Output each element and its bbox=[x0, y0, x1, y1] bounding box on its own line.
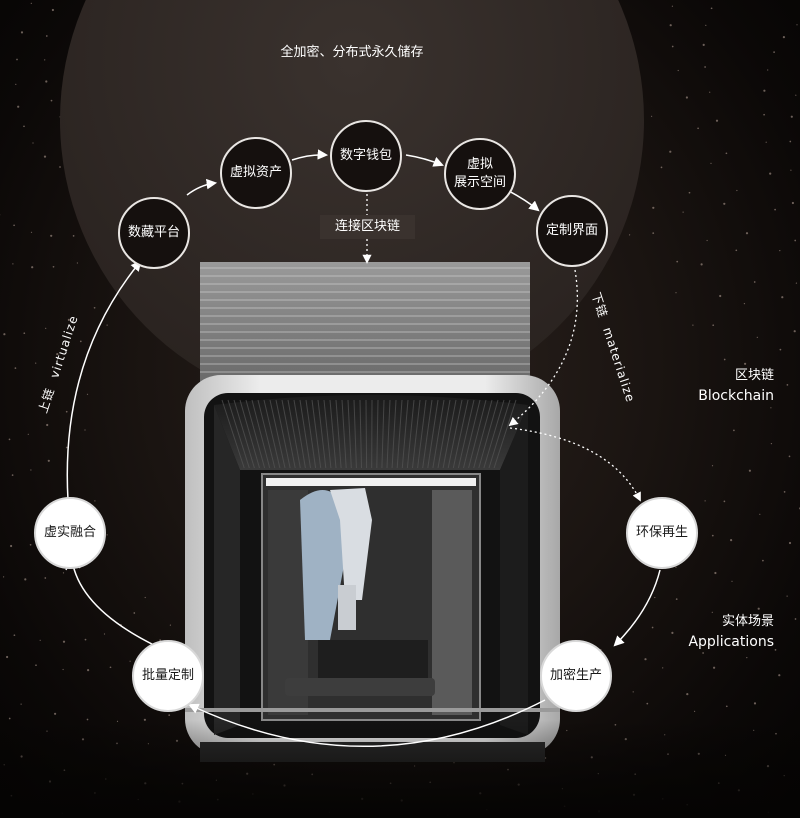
virtual-space-label-1: 虚拟 bbox=[466, 157, 493, 172]
blockchain-zh: 区块链 bbox=[734, 368, 774, 383]
device-illustration bbox=[185, 262, 560, 762]
encrypted-production-node[interactable]: 加密生产 bbox=[540, 640, 612, 712]
virtual-fusion-label: 虚实融合 bbox=[43, 525, 96, 540]
mass-custom-node[interactable]: 批量定制 bbox=[132, 640, 204, 712]
blockchain-en: Blockchain bbox=[698, 388, 774, 404]
eco-dotted-line bbox=[509, 427, 641, 502]
top-caption: 全加密、分布式永久储存 bbox=[280, 45, 424, 60]
custom-interface-label: 定制界面 bbox=[545, 223, 598, 238]
applications-en: Applications bbox=[688, 634, 774, 650]
virtual-space-label-2: 展示空间 bbox=[453, 175, 506, 190]
collection-platform-label: 数藏平台 bbox=[127, 225, 180, 240]
virtual-space-node[interactable]: 虚拟 展示空间 bbox=[444, 138, 516, 210]
blockchain-label: 区块链 Blockchain bbox=[698, 366, 774, 406]
applications-zh: 实体场景 bbox=[721, 614, 774, 629]
lower-cycle-connectors bbox=[65, 260, 661, 747]
custom-interface-node[interactable]: 定制界面 bbox=[536, 195, 608, 267]
virtual-assets-label: 虚拟资产 bbox=[229, 165, 282, 180]
mass-custom-label: 批量定制 bbox=[141, 668, 194, 683]
offchain-dotted-line bbox=[508, 269, 578, 427]
digital-wallet-node[interactable]: 数字钱包 bbox=[330, 120, 402, 192]
encrypted-production-label: 加密生产 bbox=[549, 668, 602, 683]
virtual-fusion-node[interactable]: 虚实融合 bbox=[34, 497, 106, 569]
applications-label: 实体场景 Applications bbox=[688, 612, 774, 652]
eco-recycle-node[interactable]: 环保再生 bbox=[626, 497, 698, 569]
eco-recycle-label: 环保再生 bbox=[635, 525, 688, 540]
link-label: 连接区块链 bbox=[320, 215, 415, 239]
digital-wallet-label: 数字钱包 bbox=[339, 148, 392, 163]
virtual-assets-node[interactable]: 虚拟资产 bbox=[220, 137, 292, 209]
collection-platform-node[interactable]: 数藏平台 bbox=[118, 197, 190, 269]
